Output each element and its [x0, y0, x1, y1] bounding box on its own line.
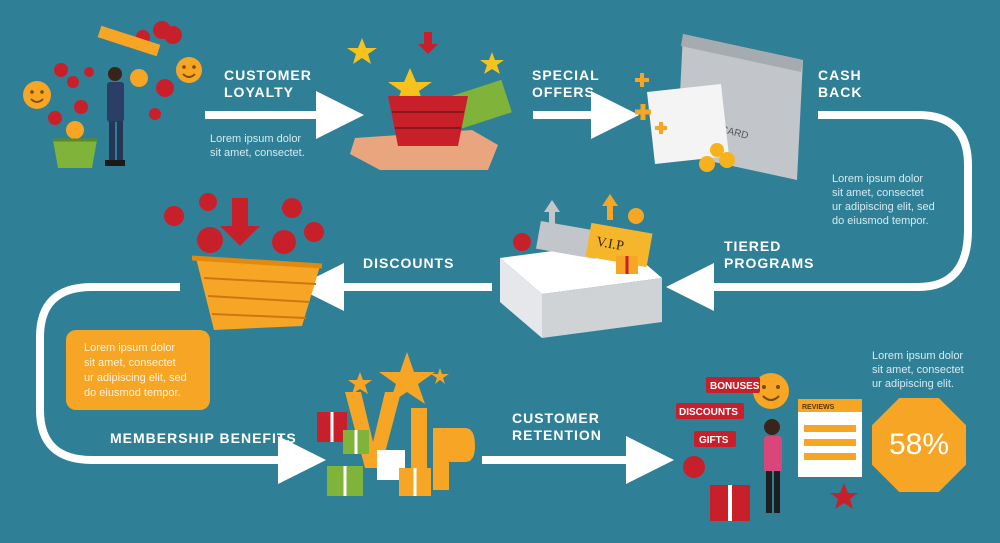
- shopping-basket-icon: [53, 138, 97, 168]
- tiered-programs-illustration: V.I.P: [500, 194, 662, 338]
- woman-figure: [764, 419, 782, 513]
- special-offers-illustration: [347, 32, 512, 170]
- membership-benefits-illustration: [317, 352, 475, 496]
- silver-card-icon: [536, 221, 600, 259]
- discounts-description: Lorem ipsum dolor sit amet, consectet ur…: [84, 342, 187, 399]
- discounts-badge-text: DISCOUNTS: [679, 407, 738, 418]
- membership-benefits-label: MEMBERSHIP BENEFITS: [110, 430, 297, 446]
- discounts-illustration: [164, 193, 324, 330]
- customer-retention-label: CUSTOMER RETENTION: [512, 410, 602, 443]
- receipt-icon: [647, 84, 729, 164]
- customer-loyalty-label: CUSTOMER LOYALTY: [224, 67, 312, 100]
- star-icon: [830, 483, 858, 509]
- percent-value: 58%: [888, 428, 950, 461]
- reviews-title: REVIEWS: [802, 404, 835, 411]
- smiley-icon: [23, 81, 51, 109]
- woman-figure: [105, 67, 125, 166]
- vip-letters: [345, 392, 475, 490]
- discounts-badge: DISCOUNTS: [676, 403, 744, 419]
- connector-discounts-to-membership: [36, 283, 326, 484]
- cash-back-description: Lorem ipsum dolor sit amet, consectet ur…: [832, 173, 935, 227]
- customer-loyalty-description: Lorem ipsum dolor sit amet, consectet.: [210, 133, 305, 159]
- discounts-description-box: Lorem ipsum dolor sit amet, consectet ur…: [66, 330, 210, 410]
- discount-badge-icon: [513, 233, 531, 251]
- arrow-down-icon: [418, 32, 438, 54]
- special-offers-label: SPECIAL OFFERS: [532, 67, 600, 100]
- cash-back-label: CASH BACK: [818, 67, 863, 100]
- rating-stars: [97, 25, 161, 57]
- customer-loyalty-illustration: [23, 21, 202, 168]
- star-icon: [379, 352, 435, 404]
- arrow-up-icon: [544, 200, 560, 224]
- percent-badge-icon: [683, 456, 705, 478]
- cash-back-illustration: CARD: [635, 34, 803, 180]
- percent-badge: 58%: [872, 398, 966, 492]
- tiered-programs-label: TIERED PROGRAMS: [724, 238, 815, 271]
- plus-icon: [635, 104, 651, 120]
- customer-retention-illustration: BONUSES DISCOUNTS GIFTS REVIEWS: [676, 373, 862, 521]
- basket-icon: [388, 96, 468, 146]
- percent-badge-icon: [164, 206, 184, 226]
- arrow-down-icon: [220, 198, 260, 246]
- coin-icon: [699, 156, 715, 172]
- hand-icon: [350, 130, 498, 170]
- gifts-badge-text: GIFTS: [699, 435, 729, 446]
- bonuses-badge: BONUSES: [706, 377, 760, 393]
- reviews-panel: REVIEWS: [798, 399, 862, 477]
- connector-cashback-to-tiered: [666, 111, 972, 311]
- vip-card-text: V.I.P: [595, 235, 625, 255]
- gifts-badge: GIFTS: [694, 431, 736, 447]
- customer-retention-description: Lorem ipsum dolor sit amet, consectet ur…: [872, 350, 964, 390]
- smiley-icon: [753, 373, 789, 409]
- discounts-label: DISCOUNTS: [363, 255, 455, 271]
- basket-icon: [196, 258, 320, 330]
- star-icon: [347, 38, 377, 64]
- bonuses-badge-text: BONUSES: [710, 381, 760, 392]
